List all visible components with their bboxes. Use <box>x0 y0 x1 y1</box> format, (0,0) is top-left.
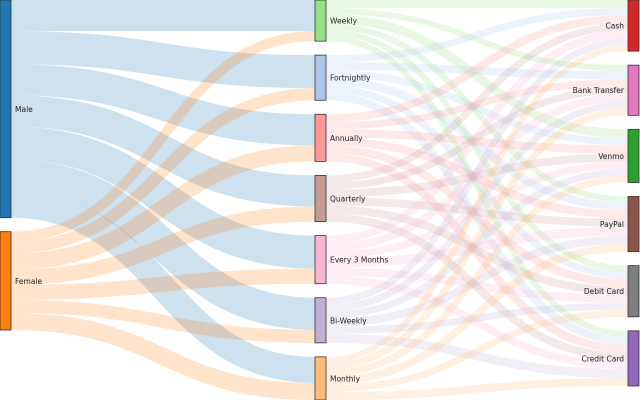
link-fortnightly-to-credit-card <box>325 92 629 345</box>
link-male-to-quarterly <box>10 95 316 207</box>
node-paypal <box>627 196 640 253</box>
link-quarterly-to-venmo <box>325 153 629 198</box>
link-every-3-months-to-venmo <box>325 161 629 259</box>
node-male <box>0 0 12 219</box>
node-cash <box>627 0 640 52</box>
node-label-credit-card: Credit Card <box>582 354 625 363</box>
link-male-to-monthly <box>10 191 316 383</box>
link-every-3-months-to-paypal <box>325 226 629 268</box>
link-monthly-to-cash <box>325 45 629 363</box>
node-fortnightly <box>314 54 327 101</box>
node-weekly <box>314 0 327 42</box>
link-every-3-months-to-credit-card <box>325 275 629 369</box>
node-debit-card <box>627 265 640 318</box>
node-label-every-3-months: Every 3 Months <box>330 256 388 265</box>
links <box>10 0 629 400</box>
link-female-to-quarterly <box>10 206 316 285</box>
link-female-to-fortnightly <box>10 88 316 254</box>
link-weekly-to-paypal <box>325 23 629 203</box>
node-label-monthly: Monthly <box>330 374 361 383</box>
node-bank-transfer <box>627 64 640 116</box>
link-annually-to-debit-card <box>325 145 629 287</box>
link-bi-weekly-to-cash <box>325 38 629 305</box>
node-venmo <box>627 128 640 183</box>
link-annually-to-paypal <box>325 137 629 219</box>
link-monthly-to-paypal <box>325 243 629 385</box>
node-quarterly <box>314 175 327 222</box>
link-male-to-fortnightly <box>10 31 316 89</box>
link-female-to-bi-weekly <box>10 299 316 343</box>
link-male-to-bi-weekly <box>10 159 316 330</box>
link-quarterly-to-debit-card <box>325 205 629 295</box>
link-female-to-monthly <box>10 312 316 400</box>
link-fortnightly-to-paypal <box>325 77 629 211</box>
link-bi-weekly-to-credit-card <box>325 333 629 378</box>
node-label-annually: Annually <box>330 134 363 143</box>
node-monthly <box>314 356 327 400</box>
link-monthly-to-bank-transfer <box>325 108 629 370</box>
node-label-venmo: Venmo <box>598 152 624 161</box>
link-fortnightly-to-cash <box>325 8 629 63</box>
node-label-weekly: Weekly <box>330 17 358 26</box>
node-label-bi-weekly: Bi-Weekly <box>330 316 367 325</box>
link-quarterly-to-bank-transfer <box>325 86 629 190</box>
link-annually-to-credit-card <box>325 153 629 353</box>
link-weekly-to-credit-card <box>325 35 629 337</box>
node-female <box>0 231 12 331</box>
link-weekly-to-debit-card <box>325 29 629 272</box>
link-monthly-to-venmo <box>325 175 629 377</box>
link-every-3-months-to-cash <box>325 30 629 244</box>
link-annually-to-bank-transfer <box>325 79 629 130</box>
link-bi-weekly-to-bank-transfer <box>325 101 629 312</box>
link-fortnightly-to-debit-card <box>325 85 629 279</box>
node-label-fortnightly: Fortnightly <box>330 74 371 83</box>
link-male-to-every-3-months <box>10 126 316 269</box>
node-label-female: Female <box>15 277 43 286</box>
link-monthly-to-debit-card <box>325 309 629 392</box>
node-label-bank-transfer: Bank Transfer <box>573 86 625 95</box>
link-female-to-annually <box>10 145 316 270</box>
link-fortnightly-to-bank-transfer <box>325 62 629 80</box>
node-label-male: Male <box>15 105 33 114</box>
link-annually-to-cash <box>325 15 629 123</box>
link-weekly-to-bank-transfer <box>325 8 629 72</box>
node-credit-card <box>627 330 640 387</box>
link-female-to-every-3-months <box>10 268 316 300</box>
link-every-3-months-to-debit-card <box>325 267 629 303</box>
link-quarterly-to-cash <box>325 23 629 183</box>
link-male-to-annually <box>10 64 316 146</box>
node-bi-weekly <box>314 297 327 344</box>
link-annually-to-venmo <box>325 129 629 154</box>
node-label-quarterly: Quarterly <box>330 194 366 203</box>
link-every-3-months-to-bank-transfer <box>325 93 629 252</box>
link-quarterly-to-paypal <box>325 197 629 227</box>
node-every-3-months <box>314 235 327 285</box>
node-label-debit-card: Debit Card <box>584 287 624 296</box>
node-label-paypal: PayPal <box>600 220 624 229</box>
link-bi-weekly-to-venmo <box>325 168 629 319</box>
node-label-cash: Cash <box>606 22 625 31</box>
link-quarterly-to-credit-card <box>325 213 629 361</box>
link-female-to-weekly <box>10 31 316 242</box>
link-fortnightly-to-venmo <box>325 70 629 146</box>
link-bi-weekly-to-paypal <box>325 235 629 327</box>
link-weekly-to-venmo <box>325 14 629 139</box>
link-bi-weekly-to-debit-card <box>325 302 629 334</box>
node-annually <box>314 113 327 162</box>
link-monthly-to-credit-card <box>325 377 629 400</box>
